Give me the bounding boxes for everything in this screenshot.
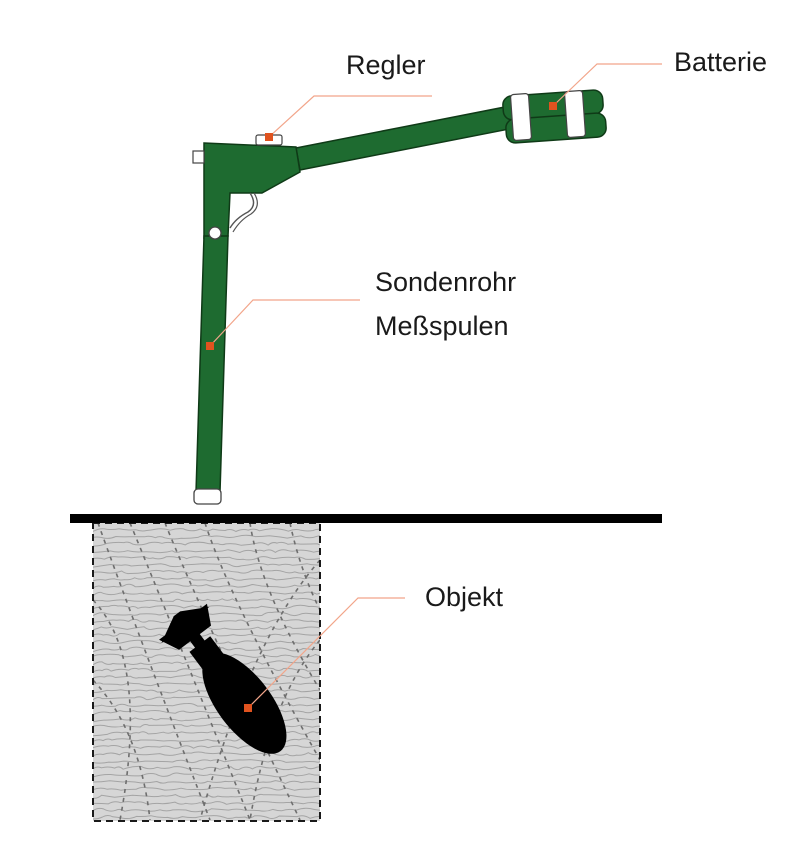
soil-texture-line (93, 765, 320, 771)
battery-arm (295, 105, 515, 171)
soil-texture-line (93, 667, 320, 673)
soil-texture-line (93, 556, 320, 561)
soil-texture-line (93, 709, 320, 716)
soil-texture-line (93, 590, 320, 597)
soil-texture-line (93, 569, 320, 575)
bomb-tail-fin-top (161, 606, 210, 643)
label-sonde-line2: Meßspulen (375, 311, 509, 341)
soil-texture-line (93, 611, 320, 617)
soil-texture-line (93, 549, 320, 554)
soil-texture-line (93, 815, 320, 820)
probe-tip-cap (193, 488, 222, 505)
soil-texture-line (93, 604, 320, 610)
soil-texture-line (93, 772, 320, 778)
soil-texture-line (93, 780, 320, 785)
pivot-joint (208, 226, 222, 240)
soil-texture-line (93, 695, 320, 701)
handle-wire (229, 192, 255, 229)
label-objekt: Objekt (425, 582, 504, 612)
leader-batterie (552, 63, 662, 107)
side-tab (192, 150, 205, 164)
leader-sonde (209, 299, 360, 347)
soil-texture-line (93, 597, 320, 602)
marker-sonde (206, 342, 214, 350)
soil-texture-line (93, 744, 320, 749)
soil-texture-line (93, 737, 320, 742)
leader-lines (209, 63, 662, 709)
marker-regler (265, 133, 273, 141)
metal-detector-device (192, 89, 607, 505)
soil-texture-line (93, 807, 320, 813)
soil-texture-line (93, 576, 320, 582)
soil-texture-line (93, 759, 320, 764)
label-regler: Regler (346, 50, 426, 80)
head-housing (203, 142, 301, 239)
soil-texture-line (93, 786, 320, 791)
soil-texture-line (93, 618, 320, 624)
soil-block (92, 522, 321, 822)
battery-pack (502, 89, 607, 144)
label-sonde-line1: Sondenrohr (375, 267, 516, 297)
soil-texture-line (93, 562, 320, 568)
leader-regler (268, 95, 432, 138)
marker-batterie (549, 102, 557, 110)
bomb-body (202, 652, 287, 754)
soil-texture-line (93, 702, 320, 707)
soil-texture-line (93, 528, 320, 533)
soil-texture-line (93, 583, 320, 589)
probe-tube (195, 235, 229, 493)
leader-objekt (247, 597, 405, 709)
bomb-object (159, 603, 287, 754)
marker-objekt (244, 704, 252, 712)
bomb-tail-joint (189, 636, 224, 670)
battery-band-left (510, 93, 532, 141)
soil-texture-line (93, 730, 320, 737)
soil-texture-line (93, 723, 320, 728)
soil-texture-line (93, 541, 320, 547)
battery-band-right (564, 90, 586, 138)
soil-texture-line (93, 793, 320, 799)
markers (206, 102, 557, 712)
soil-dashed-curves (93, 523, 320, 821)
soil-texture-line (93, 801, 320, 805)
soil-texture-line (93, 534, 320, 540)
label-batterie: Batterie (674, 47, 767, 77)
ground-line (70, 514, 662, 523)
